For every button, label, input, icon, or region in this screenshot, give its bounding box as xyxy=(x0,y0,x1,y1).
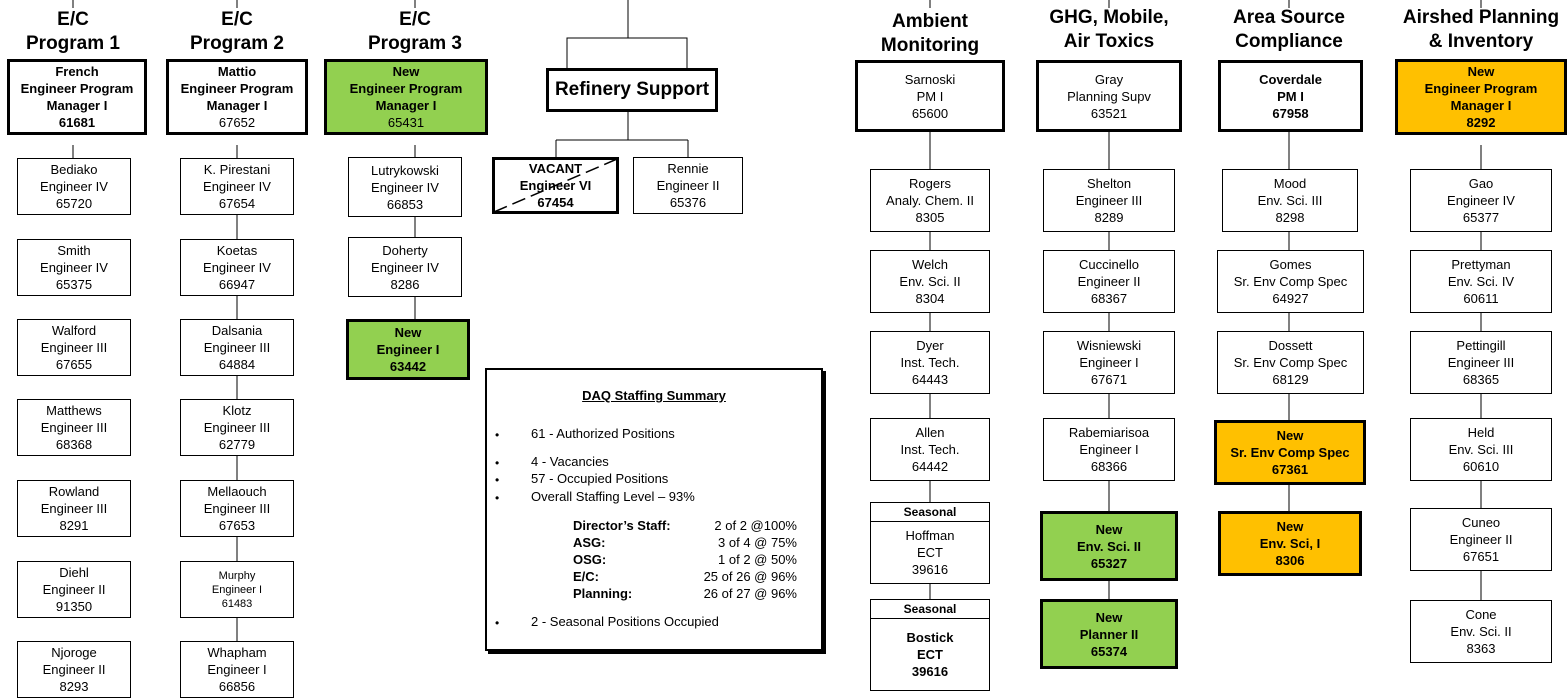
summary-row-value: 1 of 2 @ 50% xyxy=(718,552,797,567)
summary-bullet: 4 - Vacancies xyxy=(531,454,609,469)
refinery-support-box: Refinery Support xyxy=(546,68,718,112)
summary-bullet: 2 - Seasonal Positions Occupied xyxy=(531,614,719,629)
bullet-dot: • xyxy=(495,491,500,505)
summary-title: DAQ Staffing Summary xyxy=(582,388,726,403)
summary-bullet: 57 - Occupied Positions xyxy=(531,471,669,486)
summary-row-label: OSG: xyxy=(573,552,607,567)
header-airshed-planning-inventory: Airshed Planning& Inventory xyxy=(1402,7,1560,52)
summary-row-label: Director’s Staff: xyxy=(573,518,671,533)
summary-row-value: 3 of 4 @ 75% xyxy=(718,535,797,550)
summary-bullet: 61 - Authorized Positions xyxy=(531,426,675,441)
summary-bullet: Overall Staffing Level – 93% xyxy=(531,489,695,504)
staffing-summary-box: DAQ Staffing Summary • 61 - Authorized P… xyxy=(485,368,823,651)
bullet-dot: • xyxy=(495,428,500,442)
summary-row-label: Planning: xyxy=(573,586,633,601)
bullet-dot: • xyxy=(495,456,500,470)
summary-row-value: 26 of 27 @ 96% xyxy=(703,586,797,601)
vacant-strike-lines xyxy=(493,158,618,213)
seasonal-tag-bostick: Seasonal xyxy=(870,599,990,619)
summary-row-value: 25 of 26 @ 96% xyxy=(703,569,797,584)
seasonal-tag-hoffman: Seasonal xyxy=(870,502,990,522)
summary-row-label: E/C: xyxy=(573,569,599,584)
header-ghg-mobile-air-toxics: GHG, Mobile,Air Toxics xyxy=(1049,7,1169,52)
bullet-dot: • xyxy=(495,616,500,630)
summary-row-value: 2 of 2 @100% xyxy=(714,518,797,533)
summary-row-label: ASG: xyxy=(573,535,606,550)
bullet-dot: • xyxy=(495,473,500,487)
